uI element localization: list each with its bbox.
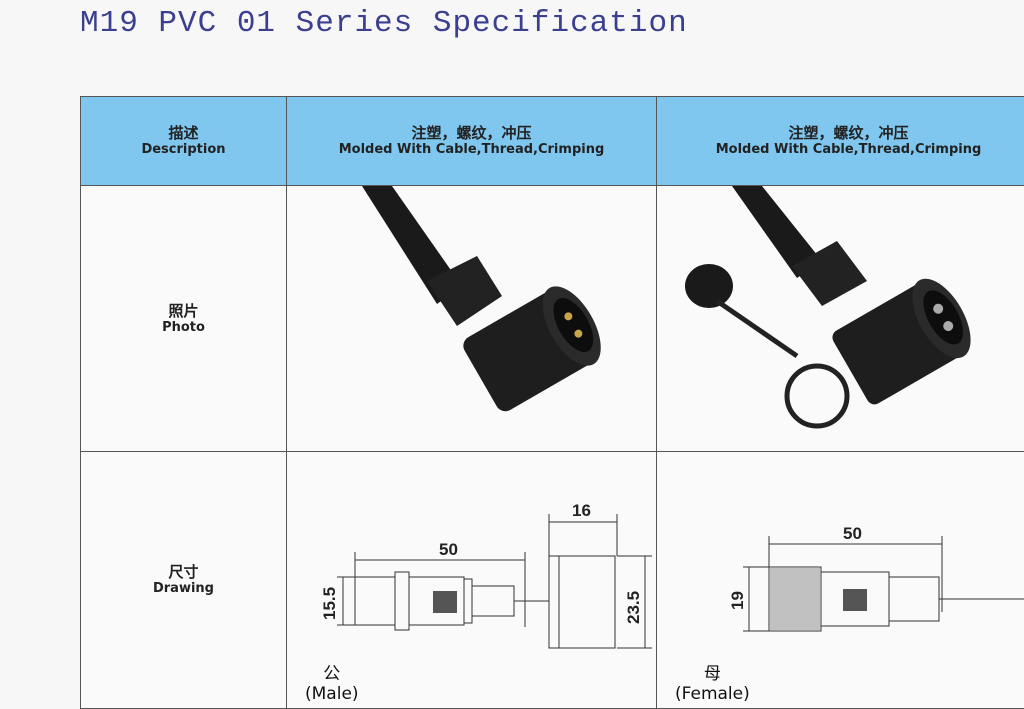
female-length-dim: 50 <box>843 524 862 543</box>
male-photo <box>287 186 657 452</box>
female-label-en: (Female) <box>675 684 750 704</box>
male-label: 公(Male) <box>305 664 359 704</box>
header-desc-cn: 描述 <box>81 124 286 142</box>
male-label-en: (Male) <box>305 684 359 704</box>
female-connector-image <box>657 186 1024 451</box>
page-title: M19 PVC 01 Series Specification <box>80 6 688 41</box>
header-male-en: Molded With Cable,Thread,Crimping <box>287 142 656 158</box>
female-label-cn: 母 <box>675 664 750 684</box>
drawing-label-en: Drawing <box>81 581 286 597</box>
male-cap-width-dim: 16 <box>572 501 591 520</box>
male-connector-image <box>287 186 657 451</box>
header-desc-en: Description <box>81 142 286 158</box>
photo-label-en: Photo <box>81 320 286 336</box>
female-label: 母(Female) <box>675 664 750 704</box>
male-cap-height-dim: 23.5 <box>624 591 643 624</box>
female-photo <box>657 186 1024 452</box>
header-female-en: Molded With Cable,Thread,Crimping <box>657 142 1024 158</box>
male-diameter-dim: 15.5 <box>320 587 339 620</box>
header-female-cn: 注塑，螺纹，冲压 <box>657 124 1024 142</box>
header-male-cn: 注塑，螺纹，冲压 <box>287 124 656 142</box>
male-length-dim: 50 <box>439 540 458 559</box>
drawing-label-cn: 尺寸 <box>81 563 286 581</box>
male-label-cn: 公 <box>305 664 359 684</box>
photo-label-cn: 照片 <box>81 302 286 320</box>
female-drawing: 50 19 母(Female) <box>657 452 1024 709</box>
female-diameter-dim: 19 <box>728 591 747 610</box>
male-drawing: 50 16 15.5 23.5 公(Male) <box>287 452 657 709</box>
